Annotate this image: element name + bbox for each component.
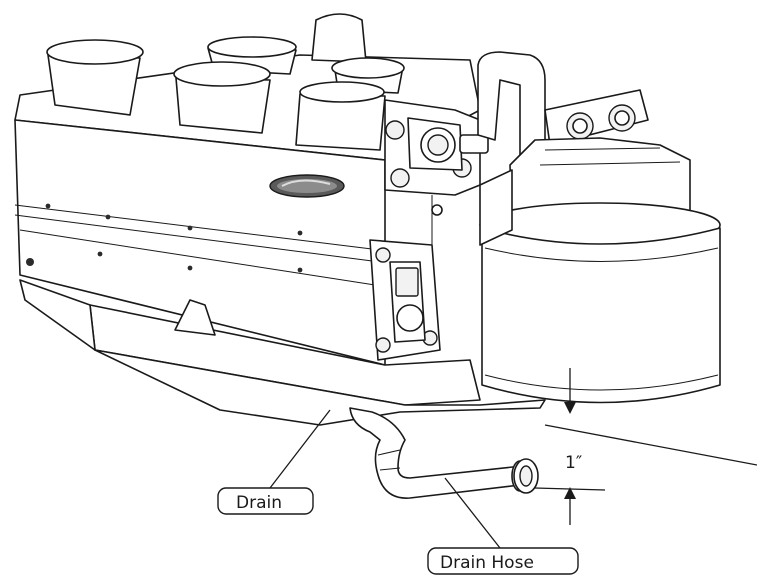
dimension-label: 1″ (565, 453, 582, 473)
drain-label: Drain (236, 493, 282, 513)
brand-logo-badge (269, 174, 345, 198)
intake-ports (46, 13, 405, 151)
clearance-dimension: 1″ (534, 368, 757, 525)
callout-drain-hose: Drain Hose (427, 477, 579, 575)
upper-connector-assembly (384, 99, 489, 196)
reference-line (544, 424, 757, 466)
water-canister (479, 137, 721, 404)
callout-drain: Drain (217, 409, 331, 515)
drain-hose (349, 407, 539, 499)
lower-connector-assembly (369, 195, 443, 361)
drain-hose-label: Drain Hose (440, 553, 534, 573)
